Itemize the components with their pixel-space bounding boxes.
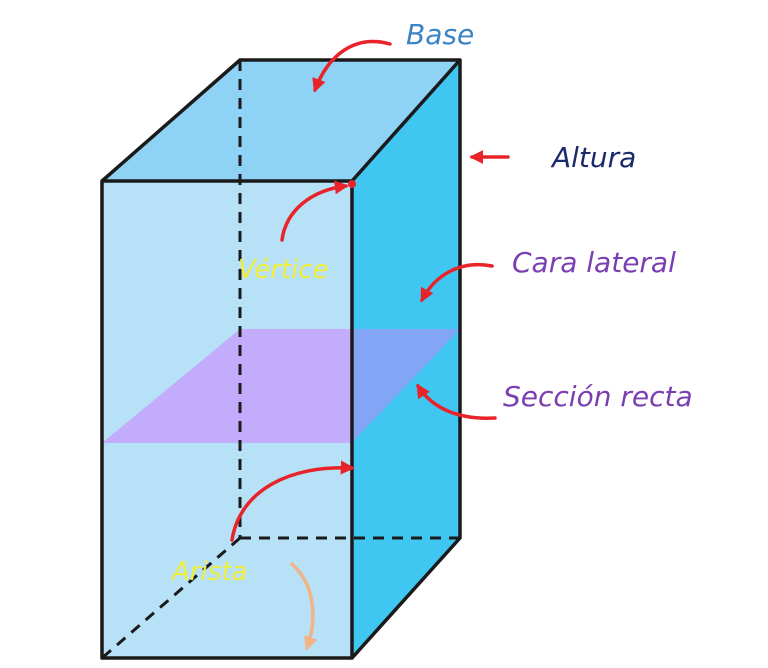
seccion-recta-arrow	[416, 383, 497, 420]
side-face-outline	[350, 60, 462, 660]
label-cara-lateral: Cara lateral	[512, 246, 676, 279]
vertice-arrow	[280, 180, 349, 242]
visible-edges	[100, 58, 462, 660]
base-arrow	[312, 39, 392, 93]
label-altura: Altura	[550, 141, 636, 174]
label-vertice: Vértice	[238, 255, 329, 285]
hidden-edges	[101, 60, 460, 660]
label-arista: Arista	[170, 557, 247, 587]
hidden-edge-bottom-diagonal	[101, 536, 241, 660]
top-face-outline	[100, 58, 462, 183]
cara-lateral-arrow	[420, 263, 494, 303]
arista-secondary-arrow	[290, 562, 318, 651]
vertex-dot	[348, 180, 356, 188]
label-seccion-recta: Sección recta	[503, 380, 693, 413]
annotation-arrows	[230, 39, 510, 651]
label-base: Base	[406, 18, 474, 51]
top-face-base	[102, 60, 460, 181]
cross-section-side-part	[352, 329, 460, 443]
arista-arrow	[230, 460, 355, 542]
